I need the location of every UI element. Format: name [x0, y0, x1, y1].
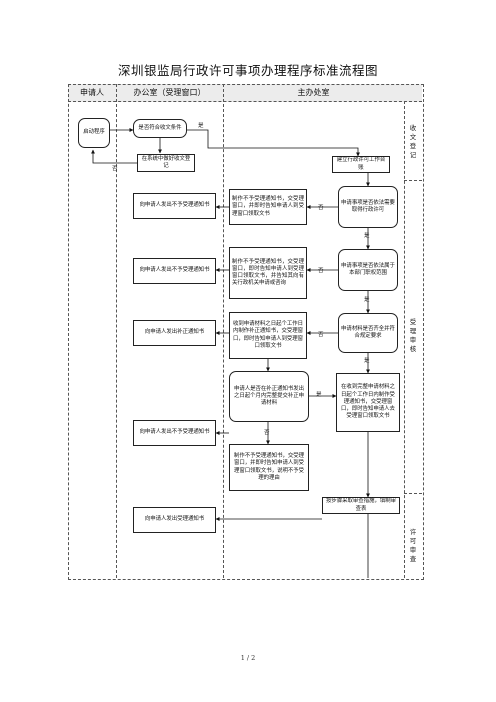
- question-in-scope: 申请事项是否依法属于本部门职权范围: [338, 249, 398, 291]
- check-conditions-node: 是否符合收文条件: [133, 119, 187, 138]
- stage-approve-label: 许可审查: [409, 528, 417, 563]
- lane-header-bar: [68, 84, 422, 102]
- notice-reject-2: 制作不予受理通知书，交受理窗口，即时告知申请人到受理窗口领取文书，并告知其向有关…: [229, 247, 307, 299]
- edge-label-yes-1: 是: [198, 123, 204, 129]
- notice-accept: 在收到完整申请材料之日起个工作日内制作受理通知书，交受理窗口，即时告知申请人去受…: [336, 373, 400, 432]
- lane-divider-1: [116, 84, 117, 578]
- edge-label-yes-5: 是: [316, 392, 322, 398]
- applicant-reject-1: 向申请人发出不予受理通知书: [133, 193, 216, 219]
- flowchart-frame: [68, 84, 424, 580]
- register-node: 在系统中做好收文登记: [137, 154, 195, 172]
- review-steps-node: 按步骤采取审查措施，填制审查表: [322, 497, 400, 514]
- edge-label-no-5: 否: [264, 430, 270, 436]
- applicant-accept: 向申请人发出受理通知书: [133, 507, 216, 533]
- stage-receive-label: 收文登记: [409, 124, 417, 159]
- edge-label-yes-4: 是: [364, 358, 370, 364]
- notice-reject-3: 制作不予受理通知书，交受理窗口，并即时告知申请人到受理窗口领取文书，说明不予受理…: [229, 444, 309, 491]
- edge-label-no-2: 否: [318, 205, 324, 211]
- edge-label-no-1: 否: [112, 166, 118, 172]
- applicant-reject-3: 向申请人发出不予受理通知书: [133, 420, 216, 446]
- applicant-supplement: 向申请人发出补正通知书: [133, 320, 216, 346]
- lane-divider-2: [223, 84, 224, 578]
- start-node: 启动程序: [78, 118, 110, 148]
- edge-label-no-4: 否: [318, 332, 324, 338]
- lane-header-office: 办公室（受理窗口）: [133, 88, 206, 97]
- edge-label-yes-3: 是: [364, 297, 370, 303]
- question-supplemented: 申请人是否在补正通知书发出之日起个月内完整提交补正申请材料: [229, 371, 309, 422]
- page-number: 1 / 2: [240, 654, 256, 662]
- stage-divider-2: [404, 493, 422, 494]
- notice-supplement: 收到申请材料之日起个工作日内制作补正通知书，交受理窗口，即时告知申请人到受理窗口…: [229, 312, 307, 359]
- lane-divider-3: [404, 101, 405, 578]
- question-materials-ok: 申请材料是否齐全并符合规定要求: [338, 313, 398, 353]
- stage-divider-1: [404, 180, 422, 181]
- edge-label-no-3: 否: [318, 268, 324, 274]
- edge-label-yes-2: 是: [364, 233, 370, 239]
- applicant-reject-2: 向申请人发出不予受理通知书: [133, 258, 216, 284]
- stage-review-label: 受理审核: [409, 318, 417, 353]
- question-need-license: 申请事项是否依法需要取得行政许可: [338, 186, 398, 228]
- page-title: 深圳银监局行政许可事项办理程序标准流程图: [117, 63, 378, 78]
- lane-header-division: 主办处室: [297, 88, 330, 97]
- notice-reject-1: 制作不予受理通知书，交受理窗口，并即时告知申请人到受理窗口领取文书: [229, 189, 307, 225]
- create-case-node: 建立行政许可工作台账: [332, 156, 390, 173]
- lane-header-applicant: 申请人: [80, 88, 104, 97]
